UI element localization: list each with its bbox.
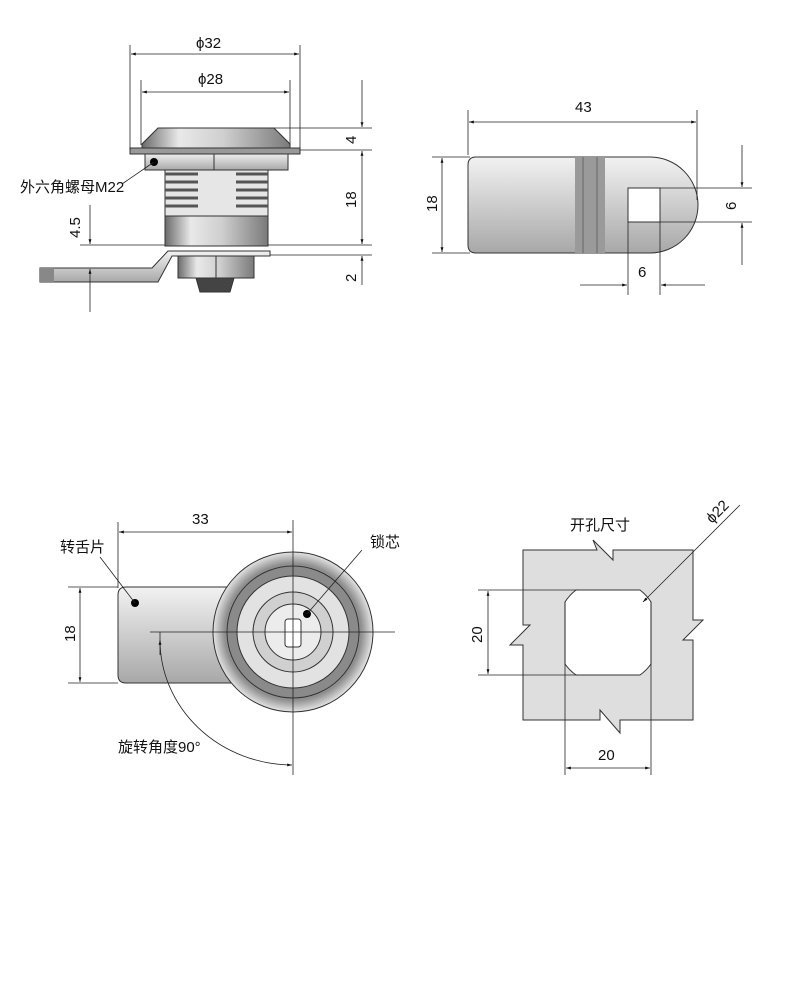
dim-tongue-length: 43 xyxy=(575,99,592,116)
cam-knob xyxy=(195,277,235,293)
dim-tongue-offset: 4.5 xyxy=(67,217,84,238)
dim-slot-width: 6 xyxy=(638,264,646,281)
dim-cutout-height: 20 xyxy=(469,626,486,643)
tongue-arm xyxy=(39,250,271,283)
core-label: 锁芯 xyxy=(370,534,400,551)
tongue-slot xyxy=(627,187,661,223)
cutout-title: 开孔尺寸 xyxy=(570,517,630,534)
dim-slot-height: 6 xyxy=(723,202,740,210)
tongue-view: 43 18 6 6 xyxy=(424,99,752,295)
rotation-label: 旋转角度90° xyxy=(118,739,201,756)
dim-head-height: 4 xyxy=(343,136,360,144)
dim-inner-diameter: ϕ28 xyxy=(198,71,223,88)
dim-cutout-diameter: ϕ22 xyxy=(703,497,733,527)
dim-tongue-thickness: 2 xyxy=(343,274,360,282)
dim-body-height: 18 xyxy=(343,191,360,208)
front-view: 转舌片 锁芯 33 18 旋转角度90° xyxy=(60,511,400,775)
dim-tongue-width-front: 18 xyxy=(62,625,79,642)
rotation-arc xyxy=(158,639,293,767)
head-flange xyxy=(129,147,301,155)
threaded-body xyxy=(164,167,269,217)
dim-outer-diameter: ϕ32 xyxy=(196,35,221,52)
cutout-view: 开孔尺寸 ϕ22 20 20 xyxy=(469,497,741,775)
dim-cutout-width: 20 xyxy=(598,747,615,764)
dim-tongue-length-front: 33 xyxy=(192,511,209,528)
body-collar xyxy=(164,215,269,247)
lock-head xyxy=(141,127,291,149)
tongue-label: 转舌片 xyxy=(60,539,105,556)
side-view: 外六角螺母M22 ϕ32 ϕ28 4 18 2 4.5 xyxy=(20,35,372,312)
dim-tongue-width: 18 xyxy=(424,195,441,212)
hex-nut xyxy=(144,152,289,171)
nut-label: 外六角螺母M22 xyxy=(20,179,124,196)
panel-section xyxy=(508,539,705,735)
